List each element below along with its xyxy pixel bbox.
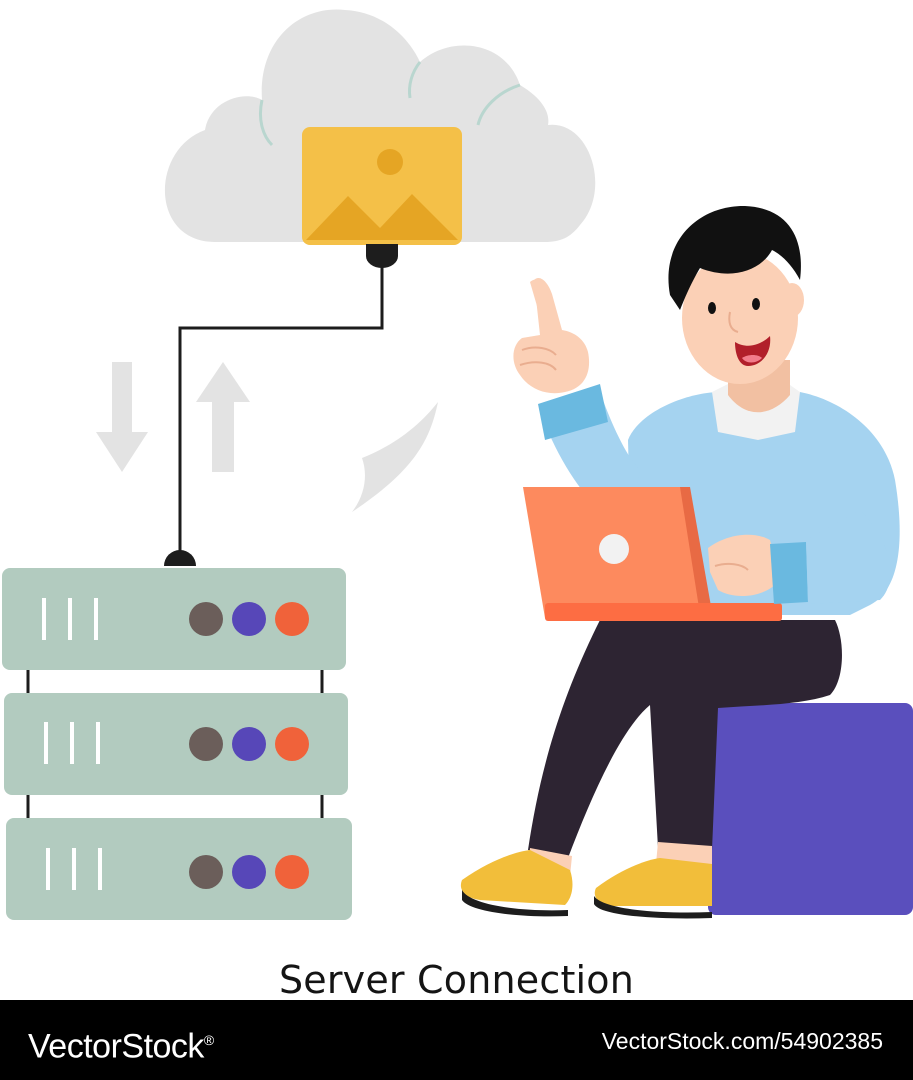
shoe-right [594,858,712,906]
image-icon [302,127,462,245]
connection-cable [164,244,398,566]
server-unit [4,693,348,795]
arrow-down-icon [96,362,148,472]
stock-image-id: VectorStock.com/54902385 [601,1028,883,1054]
stool [708,703,913,915]
speech-shape [352,402,438,512]
illustration-title: Server Connection [278,958,635,1002]
person-figure [460,205,900,919]
arrow-up-icon [196,362,250,472]
registered-mark: ® [203,1032,214,1048]
shoe-left [460,850,573,905]
server-unit [2,568,346,670]
brand-logo: VectorStock® [28,1018,214,1068]
laptop-icon [523,487,782,621]
watermark-bar: VectorStock® VectorStock.com/54902385 [0,1000,913,1080]
cloud-icon [164,9,596,242]
illustration-scene [2,9,913,920]
brand-name: VectorStock [28,1027,204,1066]
server-unit [6,818,352,920]
server-rack-icon [2,568,352,920]
